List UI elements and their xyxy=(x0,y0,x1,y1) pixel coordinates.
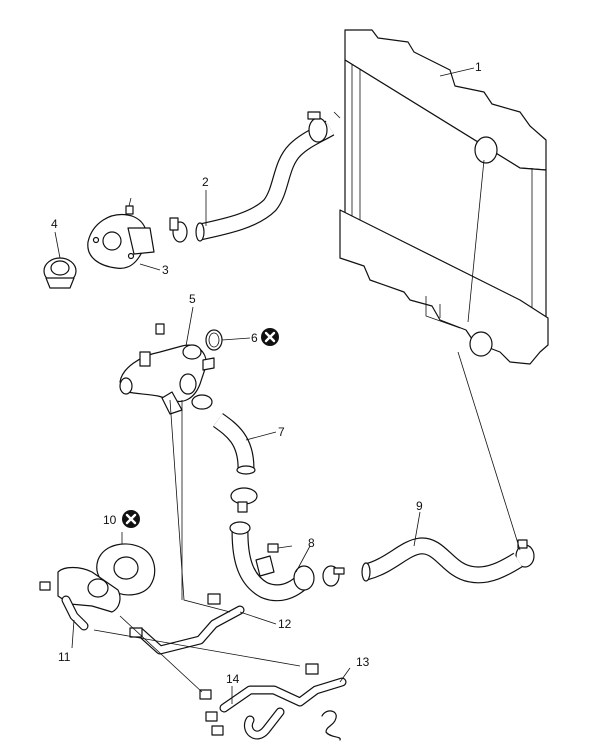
hose-clamp xyxy=(129,593,319,736)
hose-clamp xyxy=(191,394,213,410)
callouts: 1 2 3 4 5 6 7 8 9 10 11 12 13 14 xyxy=(51,60,482,686)
callout-9: 9 xyxy=(416,499,423,513)
callout-2: 2 xyxy=(202,175,209,189)
circled-x-replace-icon xyxy=(261,328,279,346)
water-hose xyxy=(219,677,347,741)
callout-1: 1 xyxy=(475,60,482,74)
o-ring xyxy=(205,329,223,351)
callout-13: 13 xyxy=(356,655,370,669)
bolt xyxy=(267,543,293,553)
water-pipe xyxy=(229,521,315,602)
callout-6: 6 xyxy=(251,331,258,345)
radiator-upper-outlet xyxy=(474,136,498,164)
hose-clamp xyxy=(169,111,328,243)
water-pipe xyxy=(39,566,121,631)
upper-radiator-hose xyxy=(195,120,335,242)
callout-8: 8 xyxy=(308,536,315,550)
callout-7: 7 xyxy=(278,425,285,439)
callout-3: 3 xyxy=(162,263,169,277)
radiator-lower-outlet xyxy=(469,331,493,357)
radiator xyxy=(339,29,549,365)
water-hose xyxy=(135,400,245,655)
callout-4: 4 xyxy=(51,217,58,231)
water-outlet xyxy=(87,197,155,269)
callout-12: 12 xyxy=(278,617,292,631)
callout-10: 10 xyxy=(103,513,117,527)
circled-x-replace-icon xyxy=(122,510,140,528)
bypass-hose xyxy=(213,413,256,475)
callout-5: 5 xyxy=(189,292,196,306)
callout-11: 11 xyxy=(58,650,71,664)
lower-radiator-hose xyxy=(361,537,523,584)
hose-clamp xyxy=(230,487,258,513)
callout-14: 14 xyxy=(226,672,240,686)
thermostat xyxy=(43,257,77,289)
leader-lines xyxy=(54,67,521,704)
water-inlet xyxy=(119,323,215,415)
hose-clamp xyxy=(322,539,535,587)
